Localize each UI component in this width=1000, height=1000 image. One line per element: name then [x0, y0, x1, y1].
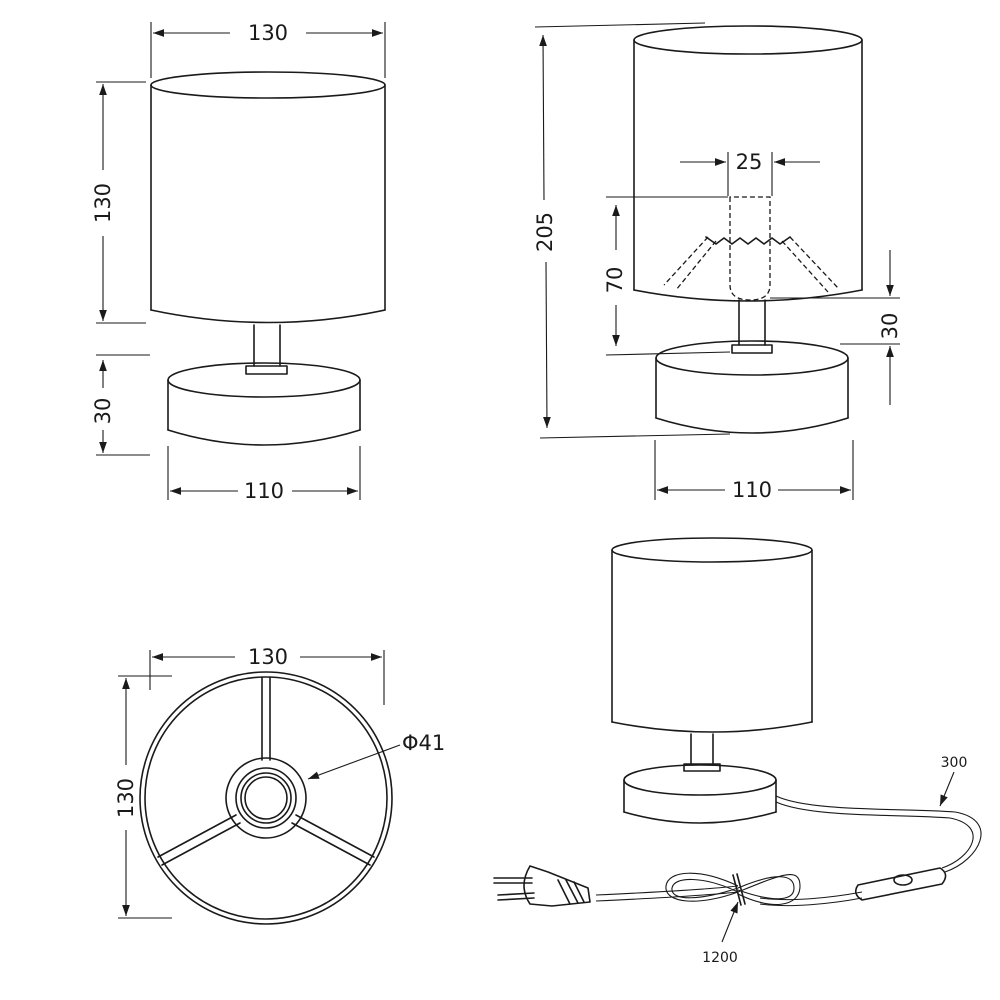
cable-view: 300 1200	[493, 537, 982, 966]
dimension-section-base-width: 110	[654, 440, 854, 502]
dimension-shade-height: 130	[91, 81, 146, 324]
cable-to-switch-label: 300	[941, 755, 968, 771]
dimension-base-width: 110	[167, 446, 361, 503]
dimension-base-height: 30	[91, 354, 150, 456]
hidden-socket	[663, 196, 839, 301]
cable-tie	[732, 873, 746, 906]
total-height-label: 205	[533, 212, 557, 252]
dimension-shade-width: 130	[150, 21, 386, 78]
front-view: 130 130 30 110	[91, 21, 386, 503]
shade-height-label: 130	[91, 183, 115, 223]
perspective-lamp-shade	[611, 537, 813, 733]
inline-switch	[854, 867, 947, 901]
section-base-height-label: 30	[878, 313, 902, 340]
perspective-lamp-stem	[683, 733, 721, 772]
section-view: 205 25 70 30	[533, 22, 902, 502]
perspective-lamp-base	[623, 764, 777, 824]
power-cable	[595, 795, 982, 907]
dimension-socket-height: 70	[603, 196, 731, 356]
socket-height-label: 70	[603, 267, 627, 294]
top-height-label: 130	[114, 778, 138, 818]
dimension-top-height: 130	[114, 675, 172, 919]
section-lamp-shade	[633, 25, 863, 302]
dimension-hole-diameter: Φ41	[307, 731, 445, 780]
lamp-shade	[150, 71, 386, 324]
base-width-label: 110	[244, 479, 284, 503]
cable-length-label: 1200	[702, 950, 738, 966]
section-lamp-stem	[731, 299, 773, 354]
socket-ring	[225, 757, 307, 839]
dimension-socket-width: 25	[680, 150, 820, 196]
socket-width-label: 25	[736, 150, 763, 174]
base-height-label: 30	[91, 398, 115, 425]
power-plug	[493, 865, 591, 907]
dimension-section-base-height: 30	[770, 250, 902, 405]
shade-width-label: 130	[248, 21, 288, 45]
dimension-cable-to-switch: 300	[939, 755, 968, 807]
section-lamp-base	[655, 340, 849, 434]
hole-diameter-label: Φ41	[402, 731, 445, 755]
top-view: 130 130 Φ41	[114, 645, 445, 925]
dimension-total-height: 205	[533, 22, 731, 439]
dimension-cable-length: 1200	[702, 901, 739, 966]
shade-spokes	[157, 676, 375, 866]
top-width-label: 130	[248, 645, 288, 669]
lamp-stem	[245, 324, 288, 375]
shade-outline-circle	[139, 671, 393, 925]
section-base-width-label: 110	[732, 478, 772, 502]
lamp-base	[167, 362, 361, 446]
dimension-top-width: 130	[149, 645, 385, 705]
